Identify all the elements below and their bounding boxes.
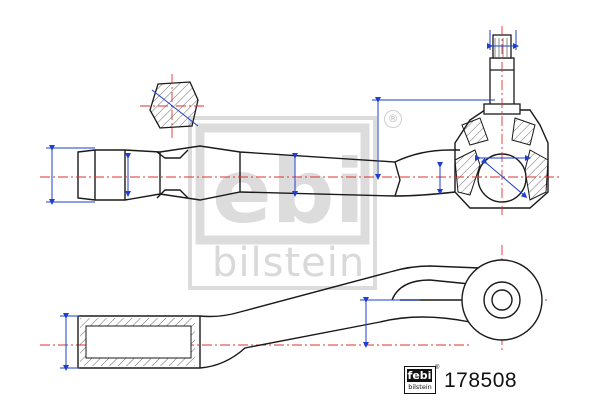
watermark-registered-icon: ® (384, 110, 402, 128)
bilstein-label: bilstein (408, 383, 432, 391)
housing-section-left (454, 149, 481, 196)
febi-watermark-logo (188, 116, 377, 290)
top-view (77, 109, 549, 209)
side-eye (461, 259, 543, 341)
dimension-lines-side (60, 297, 420, 371)
watermark-brand: bilstein (212, 240, 366, 286)
febi-watermark-letters: ebi (212, 140, 365, 243)
side-bore (85, 325, 192, 359)
housing-section-right (524, 149, 549, 201)
dimension-lines-top (46, 30, 531, 205)
part-number: 178508 (444, 369, 518, 392)
badge-registered-icon: ® (435, 365, 440, 371)
febi-logo-icon: febi (407, 369, 432, 382)
wrench-flat-section (149, 81, 199, 129)
housing-section-top-right (511, 117, 536, 146)
febi-bilstein-logo: febi bilstein (404, 366, 436, 394)
housing-section-top-left (461, 117, 489, 146)
svg-text:ebi: ebi (212, 140, 365, 243)
